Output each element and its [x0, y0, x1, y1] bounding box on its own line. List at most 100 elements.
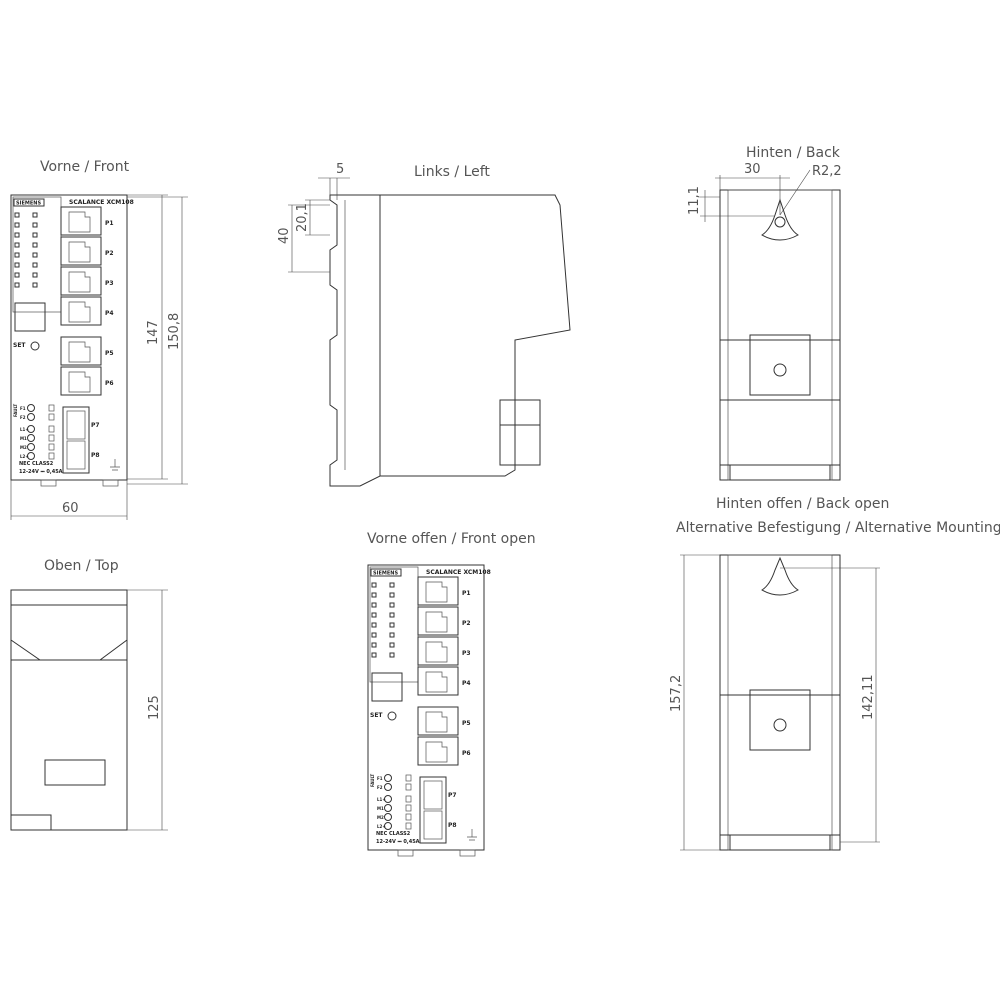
- dim-60: 60: [62, 501, 79, 516]
- left-view: 5 20,1 40: [277, 162, 571, 487]
- led-indicator: [371, 632, 377, 638]
- port-led: [389, 642, 395, 648]
- led-indicator: [371, 622, 377, 628]
- port-label-P8: P8: [91, 452, 100, 459]
- led-indicator: [371, 612, 377, 618]
- terminal-screw: [384, 774, 392, 782]
- rating-label-2: 12-24V ⎓ 0,45A: [376, 839, 420, 845]
- led-indicator: [371, 602, 377, 608]
- rj45-port: [417, 576, 459, 606]
- port-label-P7: P7: [91, 422, 100, 429]
- port-label-P8: P8: [448, 822, 457, 829]
- din-clip: [40, 479, 57, 487]
- rj45-port: [417, 706, 459, 736]
- terminal-contact: [48, 434, 55, 442]
- fault-label: FAULT: [370, 774, 375, 787]
- sfp-cage: [62, 406, 90, 474]
- set-label: SET: [13, 342, 26, 349]
- dim-30: 30: [744, 162, 761, 177]
- rating-label: NEC CLASS2: [19, 461, 54, 467]
- rj45-port: [417, 666, 459, 696]
- brand-logo: [370, 568, 402, 577]
- port-led: [389, 632, 395, 638]
- housing: [10, 194, 128, 481]
- rj45-port: [60, 336, 102, 366]
- terminal-screw: [384, 822, 392, 830]
- rating-label-2: 12-24V ⎓ 0,45A: [19, 469, 63, 475]
- terminal-screw: [27, 413, 35, 421]
- terminal-screw: [384, 804, 392, 812]
- fault-label: FAULT: [13, 404, 18, 417]
- rj45-socket: [68, 211, 91, 233]
- port-led: [389, 622, 395, 628]
- sfp-slot: [66, 410, 86, 440]
- terminal-screw: [27, 425, 35, 433]
- model-label: SCALANCE XCM108: [69, 199, 134, 206]
- rj45-port: [60, 296, 102, 326]
- terminal-screw: [27, 443, 35, 451]
- terminal-contact: [405, 774, 412, 782]
- port-label-P3: P3: [462, 650, 471, 657]
- label-area: [371, 672, 403, 702]
- terminal-label-1: F2: [20, 415, 26, 420]
- port-led: [32, 272, 38, 278]
- rj45-port: [417, 636, 459, 666]
- ground-icon: [467, 829, 477, 841]
- port-led: [32, 232, 38, 238]
- led-indicator: [371, 592, 377, 598]
- terminal-label-1: F2: [377, 785, 383, 790]
- terminal-screw: [27, 404, 35, 412]
- port-led: [389, 652, 395, 658]
- port-label-P5: P5: [105, 350, 114, 357]
- terminal-label-5: L2+: [377, 824, 386, 829]
- port-led: [32, 282, 38, 288]
- rj45-socket: [68, 371, 91, 393]
- port-led: [389, 602, 395, 608]
- led-indicator: [14, 272, 20, 278]
- back-open-view: 157,2 142,11: [669, 554, 880, 851]
- port-led: [32, 262, 38, 268]
- title-front-open: Vorne offen / Front open: [367, 531, 536, 547]
- rj45-socket: [425, 641, 448, 663]
- set-button: [387, 711, 397, 721]
- led-indicator: [371, 582, 377, 588]
- terminal-label-0: F1: [377, 776, 383, 781]
- title-front: Vorne / Front: [40, 159, 130, 175]
- model-label: SCALANCE XCM108: [426, 569, 491, 576]
- dim-125: 125: [147, 695, 162, 720]
- terminal-contact: [48, 413, 55, 421]
- led-indicator: [14, 252, 20, 258]
- terminal-contact: [48, 452, 55, 460]
- port-label-P5: P5: [462, 720, 471, 727]
- port-label-P2: P2: [105, 250, 114, 257]
- title-back: Hinten / Back: [746, 145, 841, 161]
- sfp-slot: [66, 440, 86, 470]
- rj45-socket: [425, 581, 448, 603]
- rj45-socket: [425, 711, 448, 733]
- dim-150-8: 150,8: [167, 313, 182, 350]
- dim-r2-2: R2,2: [812, 164, 842, 179]
- dim-20-1: 20,1: [295, 203, 310, 232]
- terminal-label-3: M1: [377, 806, 384, 811]
- label-area: [14, 302, 46, 332]
- led-indicator: [371, 652, 377, 658]
- dim-142-11: 142,11: [861, 675, 876, 721]
- port-led: [389, 582, 395, 588]
- dim-157-2: 157,2: [669, 675, 684, 712]
- set-button: [30, 341, 40, 351]
- rj45-socket: [68, 301, 91, 323]
- terminal-contact: [405, 813, 412, 821]
- terminal-contact: [48, 425, 55, 433]
- port-label-P2: P2: [462, 620, 471, 627]
- front-dimensions: 147 150,8 60: [10, 194, 188, 520]
- title-top: Oben / Top: [44, 558, 119, 574]
- led-indicator: [14, 242, 20, 248]
- rj45-port: [60, 266, 102, 296]
- terminal-label-0: F1: [20, 406, 26, 411]
- terminal-screw: [27, 452, 35, 460]
- terminal-label-4: M2: [377, 815, 384, 820]
- port-led: [32, 212, 38, 218]
- led-indicator: [14, 222, 20, 228]
- terminal-screw: [384, 795, 392, 803]
